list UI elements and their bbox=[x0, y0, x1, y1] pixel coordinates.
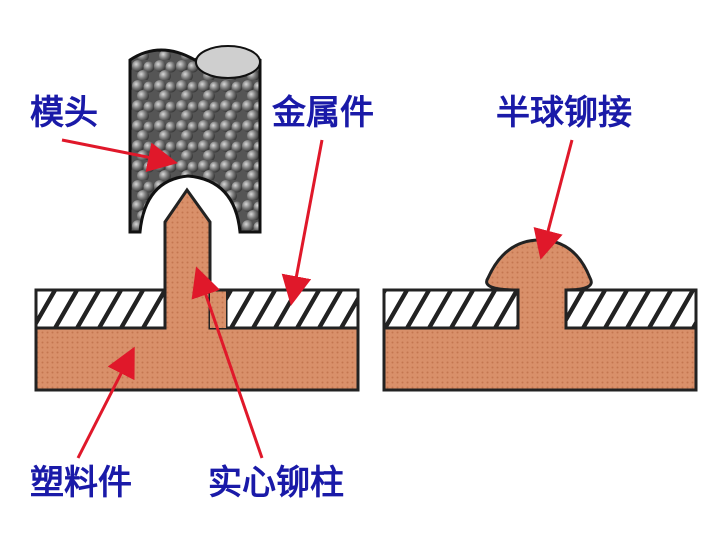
mold-head bbox=[128, 48, 262, 234]
arrow-mold-head bbox=[61, 138, 178, 173]
metal-plate-right-b bbox=[564, 288, 698, 330]
arrow-metal-part bbox=[281, 139, 324, 306]
label-solid-rivet-stud: 实心铆柱 bbox=[208, 463, 344, 503]
metal-plate-left-a bbox=[34, 288, 167, 330]
label-mold-head: 模头 bbox=[30, 93, 98, 133]
arrow-solid-rivet-stud bbox=[191, 266, 264, 459]
label-plastic-part: 塑料件 bbox=[30, 463, 132, 503]
arrow-hemispherical-rivet bbox=[533, 139, 574, 260]
arrow-plastic-part bbox=[76, 346, 135, 459]
label-metal-part: 金属件 bbox=[272, 93, 374, 133]
metal-plate-right-a bbox=[382, 288, 520, 330]
label-hemispherical-rivet: 半球铆接 bbox=[496, 93, 632, 133]
